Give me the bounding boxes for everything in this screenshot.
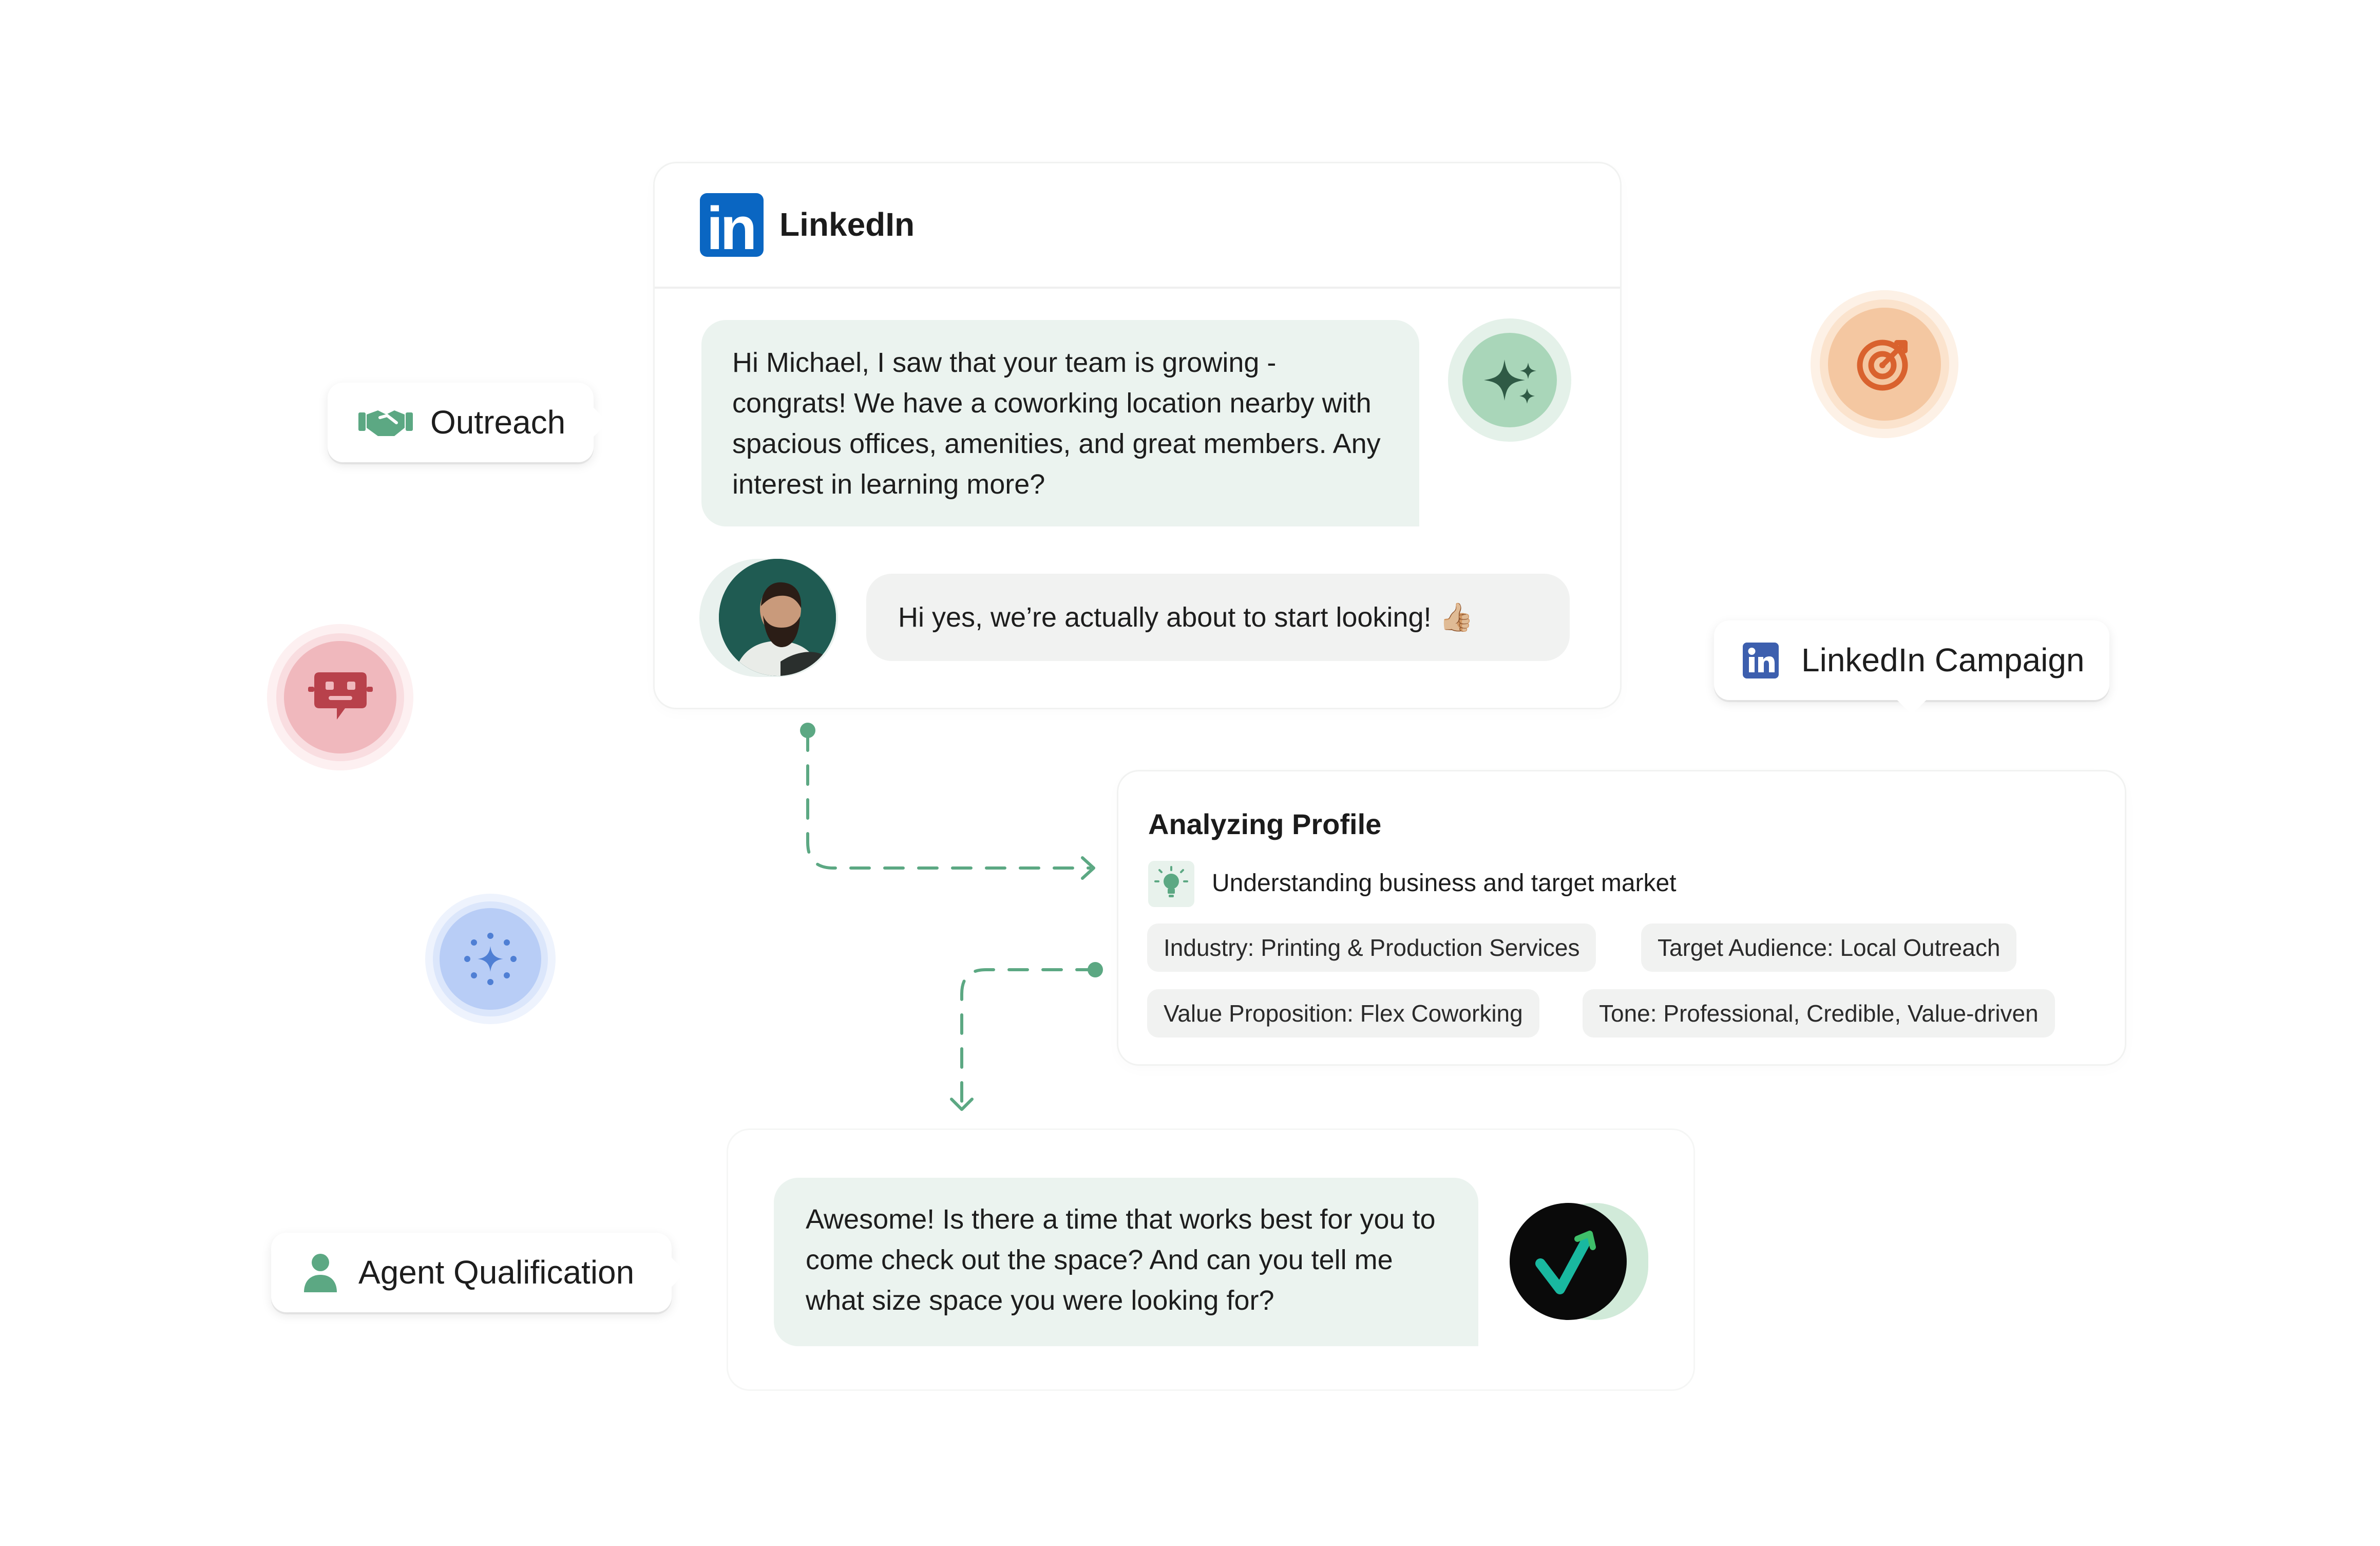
outreach-tag[interactable]: Outreach xyxy=(328,383,608,462)
outgoing-message-bubble: Hi Michael, I saw that your team is grow… xyxy=(701,320,1419,526)
linkedin-card-header: in LinkedIn xyxy=(655,163,1620,289)
chat-bot-orb xyxy=(267,624,413,770)
avatar xyxy=(719,559,836,676)
agent-qualification-tag-label: Agent Qualification xyxy=(358,1254,635,1291)
analyzing-profile-subtitle: Understanding business and target market xyxy=(1212,870,1677,897)
person-icon xyxy=(304,1254,337,1292)
linkedin-card-title: LinkedIn xyxy=(779,206,915,243)
lightbulb-icon xyxy=(1154,866,1188,897)
linkedin-logo-icon: in xyxy=(700,193,764,262)
target-audience-chip: Target Audience: Local Outreach xyxy=(1641,923,2017,972)
ai-sparkle-badge xyxy=(1448,318,1571,442)
chat-bot-icon xyxy=(308,672,373,720)
target-icon xyxy=(1857,340,1908,391)
handshake-icon xyxy=(358,410,413,436)
agent-message-bubble: Awesome! Is there a time that works best… xyxy=(774,1178,1478,1346)
analyzing-profile-title: Analyzing Profile xyxy=(1148,808,1382,840)
check-badge xyxy=(1510,1203,1627,1320)
lightbulb-icon-box xyxy=(1148,861,1194,907)
linkedin-campaign-tag-label: LinkedIn Campaign xyxy=(1801,642,2085,678)
target-orb xyxy=(1811,290,1958,438)
value-proposition-chip: Value Proposition: Flex Coworking xyxy=(1147,989,1539,1038)
linkedin-campaign-tag[interactable]: LinkedIn Campaign xyxy=(1714,620,2109,715)
reply-message-bubble: Hi yes, we’re actually about to start lo… xyxy=(866,574,1570,661)
industry-chip: Industry: Printing & Production Services xyxy=(1147,923,1596,972)
outreach-tag-label: Outreach xyxy=(430,404,566,441)
linkedin-logo-icon xyxy=(1743,643,1779,678)
sparkles-icon xyxy=(1484,360,1536,404)
tone-chip: Tone: Professional, Credible, Value-driv… xyxy=(1583,989,2055,1038)
sparkle-dots-orb xyxy=(425,894,556,1024)
agent-qualification-tag[interactable]: Agent Qualification xyxy=(271,1233,687,1312)
check-icon xyxy=(1535,1231,1596,1294)
sparkle-dots-icon xyxy=(464,933,517,985)
